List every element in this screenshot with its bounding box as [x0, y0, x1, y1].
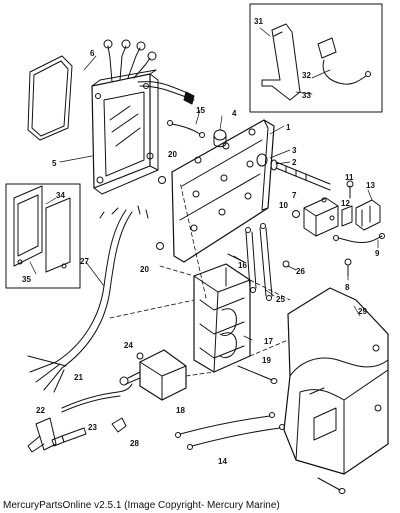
- callout-33: 33: [302, 91, 311, 100]
- copyright-caption: MercuryPartsOnline v2.5.1 (Image Copyrig…: [3, 500, 280, 511]
- callout-26: 26: [296, 267, 305, 276]
- high-tension-lead-part: [61, 383, 133, 413]
- cover-screw-part: [317, 477, 346, 494]
- callout-leaders: [29, 27, 379, 341]
- callout-2: 2: [292, 158, 297, 167]
- switch-box-part: [91, 69, 159, 195]
- callout-9: 9: [375, 249, 380, 258]
- callout-8: 8: [345, 283, 350, 292]
- callout-19: 19: [262, 356, 271, 365]
- callout-18: 18: [176, 406, 185, 415]
- ground-lead-part: [167, 120, 205, 138]
- gasket-part: [27, 55, 73, 141]
- callout-4: 4: [232, 109, 237, 118]
- wiring-harness-part: [27, 205, 149, 393]
- callout-11: 11: [345, 173, 354, 182]
- callout-32: 32: [302, 71, 311, 80]
- cover-part: [283, 287, 389, 475]
- nut-parts: [156, 176, 166, 250]
- callout-28: 28: [130, 439, 139, 448]
- coil-leads-part: [227, 223, 290, 301]
- mounting-plate-part: [171, 119, 275, 263]
- screw-part: [344, 258, 352, 277]
- callout-1: 1: [286, 123, 291, 132]
- long-screw-part: [237, 365, 278, 384]
- relay-part: [303, 197, 339, 237]
- callout-10: 10: [279, 201, 288, 210]
- callout-27: 27: [80, 257, 89, 266]
- callout-16: 16: [238, 261, 247, 270]
- callout-6: 6: [90, 49, 95, 58]
- plug-boot-part: [27, 417, 57, 453]
- bracket-inset: [249, 3, 383, 113]
- callout-labels: 1 2 3 4 5 6 7 8 9 10 11 12 13 14 15 16 1…: [22, 17, 380, 466]
- callout-23: 23: [88, 423, 97, 432]
- spark-plug-part: [51, 427, 87, 447]
- callout-24: 24: [124, 341, 133, 350]
- box-harness-leads: [103, 39, 195, 105]
- callout-3: 3: [292, 146, 297, 155]
- callout-17: 17: [264, 337, 273, 346]
- callout-29: 29: [358, 307, 367, 316]
- jumper-lead-part: [333, 233, 385, 243]
- callout-22: 22: [36, 406, 45, 415]
- decal-inset: [5, 183, 81, 289]
- coil-nut-part: [136, 352, 144, 360]
- assembly-dashed-lines: [109, 181, 291, 377]
- callout-14: 14: [218, 457, 227, 466]
- ground-straps-part: [175, 412, 285, 450]
- callout-12: 12: [341, 199, 350, 208]
- fastener-parts: [292, 180, 354, 218]
- callout-25: 25: [276, 295, 285, 304]
- callout-5: 5: [52, 159, 57, 168]
- callout-31: 31: [254, 17, 263, 26]
- callout-7: 7: [292, 191, 297, 200]
- callout-20a: 20: [168, 150, 177, 159]
- ignition-coil-part: [119, 349, 187, 401]
- callout-13: 13: [366, 181, 375, 190]
- callout-34: 34: [56, 191, 65, 200]
- bolt-part: [256, 153, 331, 191]
- coil-pack-part: [193, 263, 251, 373]
- callout-15: 15: [196, 106, 205, 115]
- callout-21: 21: [74, 373, 83, 382]
- callout-20b: 20: [140, 265, 149, 274]
- clip-part: [111, 417, 127, 433]
- callout-35: 35: [22, 275, 31, 284]
